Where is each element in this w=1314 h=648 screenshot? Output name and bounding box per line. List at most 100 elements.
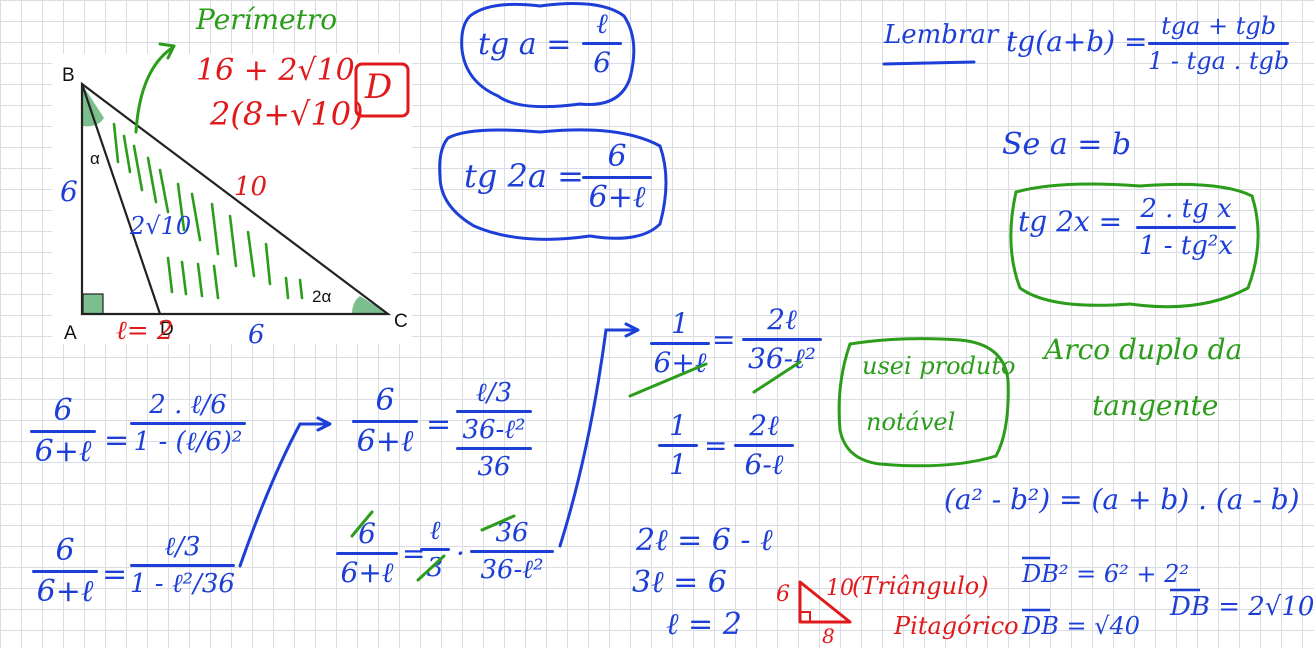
step6-right: 2ℓ 6-ℓ [734,412,794,479]
solve-line1: 2ℓ = 6 - ℓ [636,523,773,558]
vertex-b: B [62,65,75,86]
step3-eq: = [426,407,452,442]
step1-right: 2 . ℓ/6 1 - (ℓ/6)² [130,392,246,455]
remember-lhs: tg(a+b) = [1006,25,1148,58]
angle-alpha-label: α [90,149,100,168]
pyth-db2: DB = √40 [1022,612,1141,640]
step6-eq: = [704,429,728,462]
step2-left: 6 6+ℓ [32,536,98,607]
pyth-text1: (Triângulo) [852,572,989,600]
triangle-abc [80,81,392,316]
step1-rnum: 2 . ℓ/6 [149,390,227,420]
remember-if: Se a = b [1002,127,1132,162]
step5-lden: 6+ℓ [653,346,707,379]
double-num: 2 . tg x [1140,194,1232,224]
step5-lnum: 1 [671,307,689,340]
side-bd-label: 2√10 [130,212,192,240]
pyth-side-8: 8 [822,624,835,648]
double-fraction: 2 . tg x 1 - tg²x [1136,196,1236,259]
step1-eq: = [104,423,130,458]
tan-2a-den: 6+ℓ [588,180,646,215]
step3-rden-top: 36-ℓ² [462,415,526,445]
tan-a-den: 6 [593,46,611,79]
hatching [112,122,304,300]
step3-right: ℓ/3 36-ℓ² 36 [456,380,532,480]
pyth-side-6: 6 [776,582,790,607]
step2-rden: 1 - ℓ²/36 [130,569,235,599]
tan-a-fraction: ℓ 6 [582,10,622,77]
step5-rnum: 2ℓ [767,303,797,336]
step3-rnum: ℓ/3 [475,378,513,408]
pyth-db1: DB² = 6² + 2² [1022,560,1190,588]
step6-lden: 1 [669,448,687,481]
flow-line-2 [558,328,636,548]
step2-lden: 6+ℓ [36,574,94,609]
side-bc-label: 10 [234,172,268,202]
angle-alpha-fill [82,84,104,127]
side-ad-label: ℓ= 2 [116,316,174,346]
step2-lnum: 6 [55,533,75,568]
double-lhs: tg 2x = [1018,205,1123,238]
perimeter-line2: 2(8+√10) [210,95,364,133]
caption-line1: Arco duplo da [1044,333,1243,366]
step2-right: ℓ/3 1 - ℓ²/36 [130,534,235,597]
tan-2a-fraction: 6 6+ℓ [582,142,652,213]
perimeter-title: Perímetro [196,3,338,36]
triangle-figure: B A D C α 2α [52,54,412,344]
vertex-c: C [394,311,408,332]
tan-a-lhs: tg a = [478,27,572,62]
step4-left: 6 6+ℓ [336,520,398,587]
step1-rden: 1 - (ℓ/6)² [133,427,243,457]
vertex-d: D [160,319,174,340]
step5-rden: 36-ℓ² [748,342,816,375]
pyth-text2: Pitagórico [894,612,1019,640]
double-den: 1 - tg²x [1138,231,1234,261]
solve-line2: 3ℓ = 6 [632,565,727,600]
side-ab-label: 6 [60,175,78,208]
identity-formula: (a² - b²) = (a + b) . (a - b) [944,483,1300,516]
pyth-db3: DB = 2√10 [1170,592,1314,622]
step4-rden: 36-ℓ² [480,555,544,585]
triangle-svg [80,81,392,316]
step2-eq: = [102,557,128,592]
step1-left: 6 6+ℓ [30,396,96,467]
tan-a-num: ℓ [596,7,608,40]
solve-line3: ℓ = 2 [666,607,742,642]
angle-2alpha-fill [352,296,388,314]
step5-right: 2ℓ 36-ℓ² [742,306,822,373]
tan-2a-lhs: tg 2a = [464,157,584,195]
step6-left: 1 1 [658,412,698,479]
step6-rnum: 2ℓ [749,409,779,442]
step6-rden: 6-ℓ [744,448,784,481]
step2-rnum: ℓ/3 [164,532,201,562]
note-line1: usei produto [862,352,1016,380]
step4-mid-num: ℓ [429,516,441,546]
step4-lden: 6+ℓ [340,556,394,589]
step4-mid-den: 3 [426,553,444,583]
step1-lnum: 6 [53,393,73,428]
step4-rnum: 36 [495,518,529,548]
flow-line-1 [238,422,328,568]
step3-lden: 6+ℓ [356,424,414,459]
step4-mid: ℓ 3 [420,518,450,581]
perimeter-line1: 16 + 2√10 [196,53,355,88]
note-line2: notável [866,408,956,436]
caption-line2: tangente [1092,389,1219,422]
remember-den: 1 - tga . tgb [1148,47,1290,75]
remember-num: tga + tgb [1161,12,1277,40]
step4-lnum: 6 [358,517,376,550]
right-angle-mark [82,293,104,315]
step4-right: 36 36-ℓ² [470,520,554,583]
remember-fraction: tga + tgb 1 - tga . tgb [1148,12,1290,75]
step6-lnum: 1 [669,409,687,442]
vertex-a: A [64,323,77,344]
step3-lnum: 6 [375,383,395,418]
step5-eq: = [712,323,736,356]
step5-left: 1 6+ℓ [650,310,710,377]
segment-bd [80,83,162,315]
step1-lden: 6+ℓ [34,434,92,469]
step4-dot: · [456,537,465,570]
angle-2alpha-label: 2α [312,287,332,306]
tan-2a-num: 6 [607,139,627,174]
perimeter-answer: D [365,67,393,107]
